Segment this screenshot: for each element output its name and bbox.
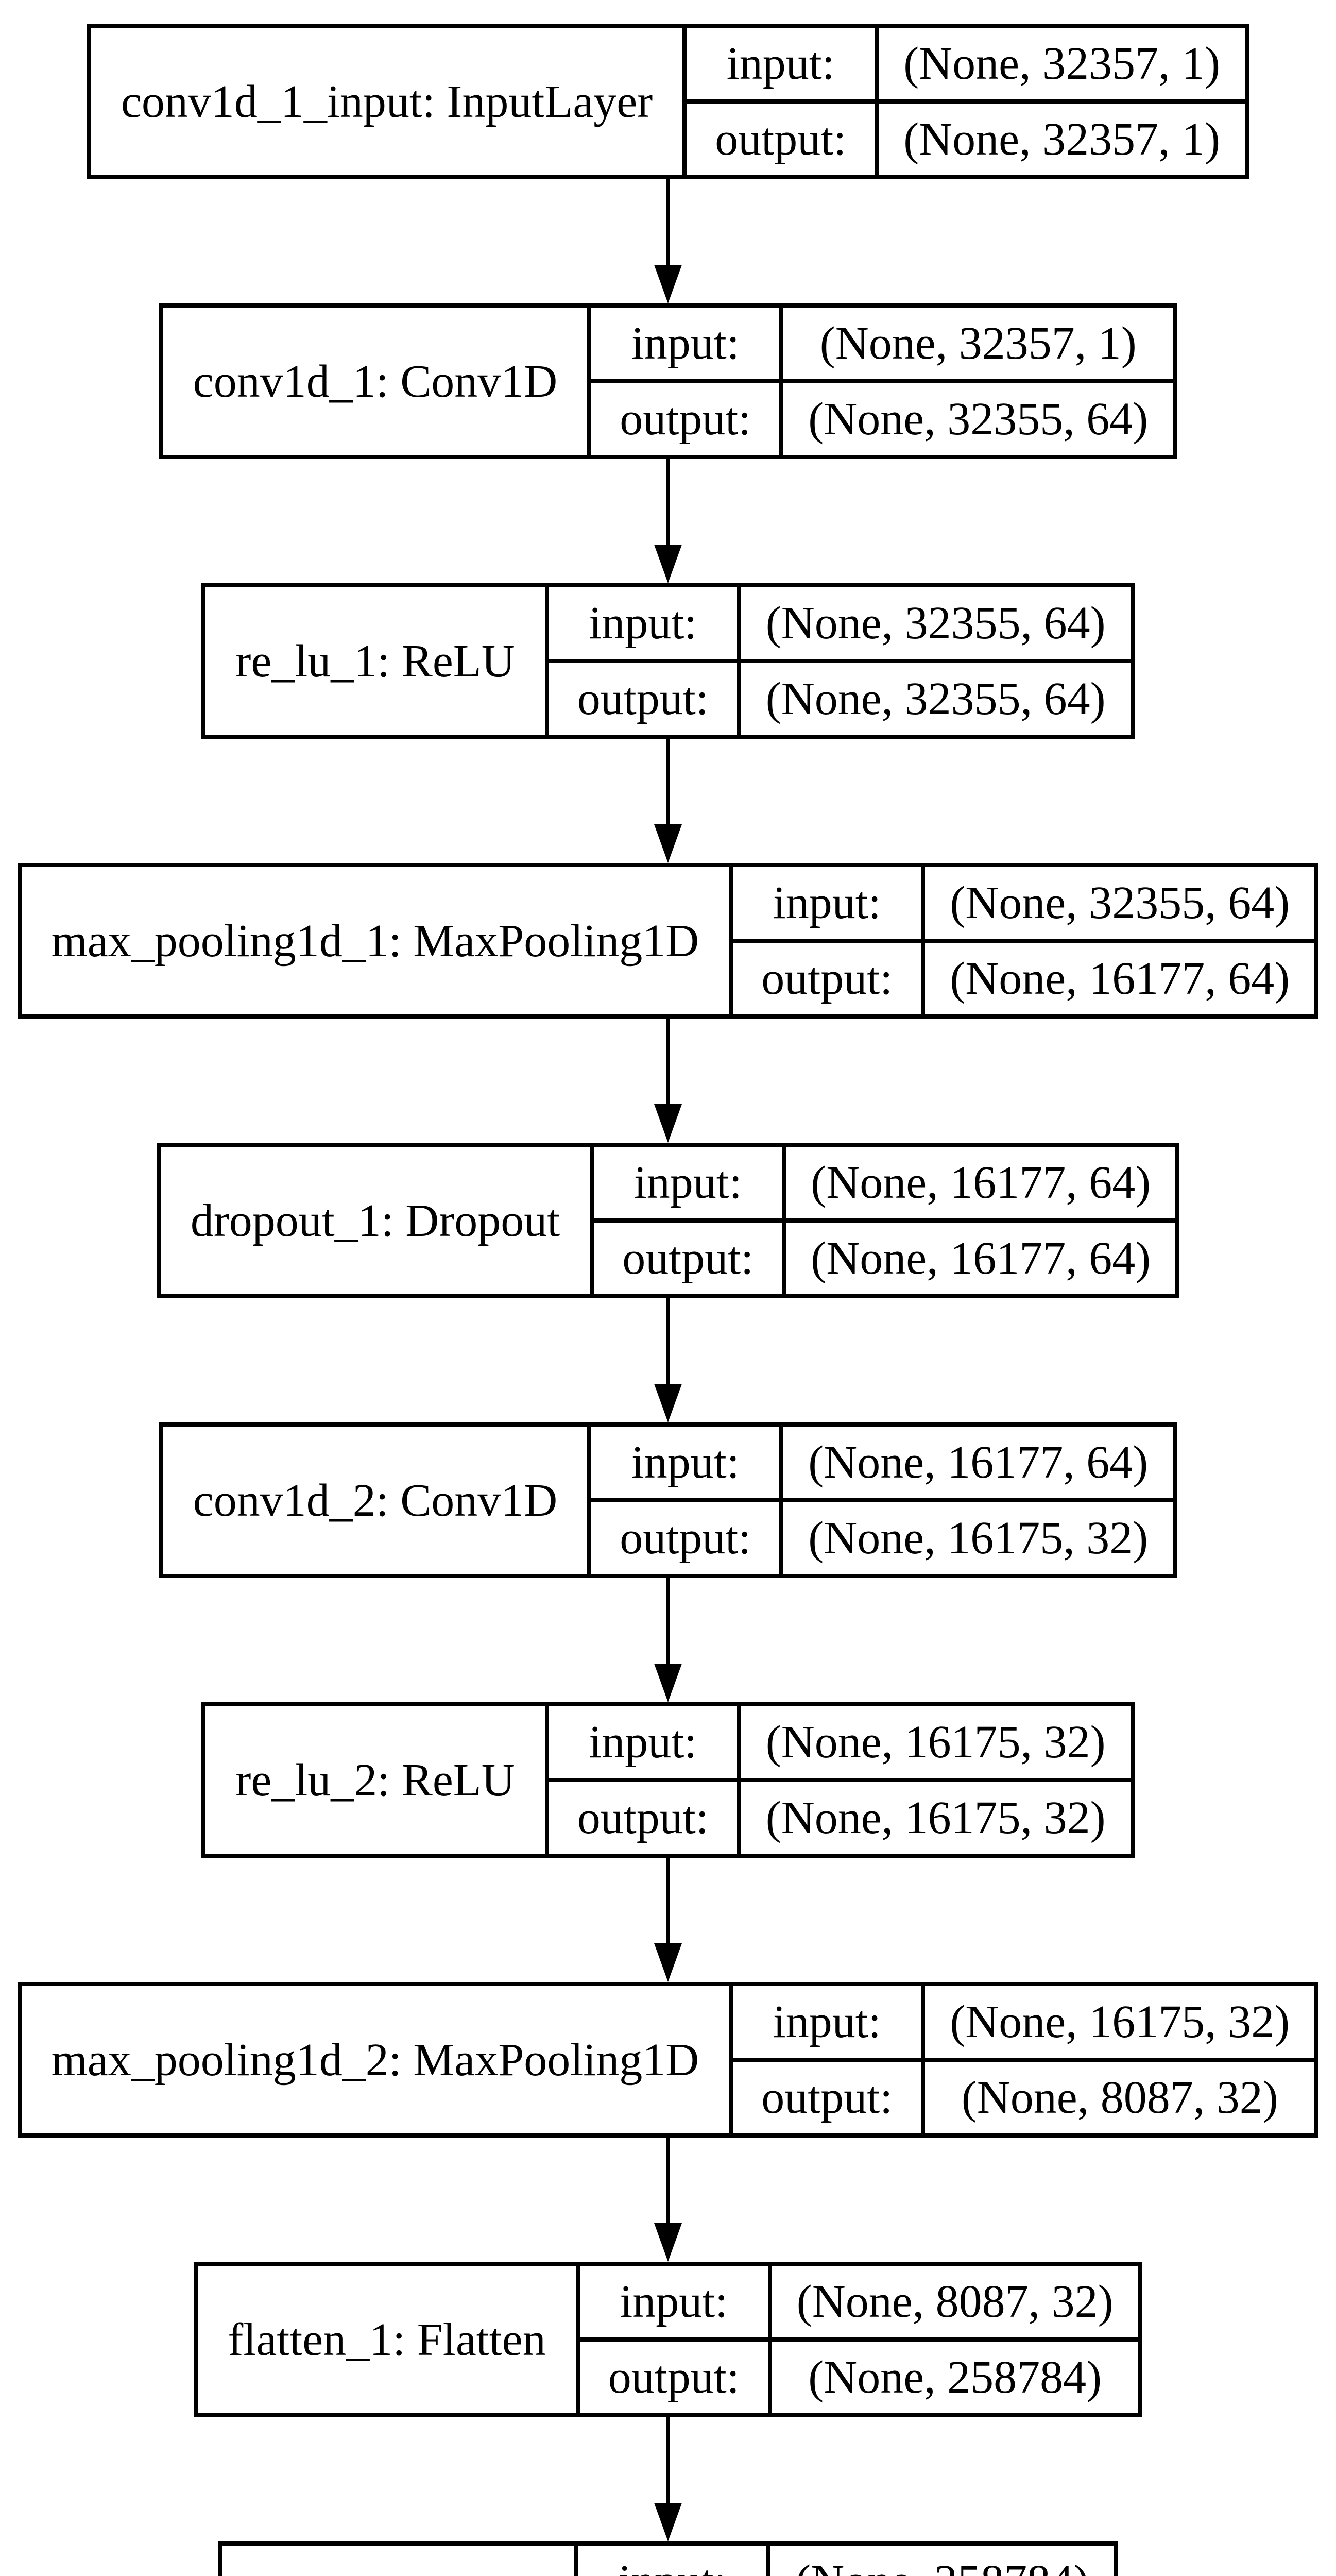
output-label: output:: [590, 1218, 786, 1298]
output-shape-cell: (None, 16177, 64): [921, 939, 1319, 1019]
output-label: output:: [729, 939, 926, 1019]
input-shape-cell: (None, 16177, 64): [782, 1143, 1180, 1223]
output-label: output:: [575, 2337, 772, 2417]
arrow-connector: [654, 1298, 682, 1422]
input-shape-cell: (None, 32355, 64): [921, 863, 1319, 943]
arrow-head-icon: [654, 265, 682, 303]
output-shape-cell: (None, 32357, 1): [875, 99, 1249, 179]
arrow-connector: [654, 1019, 682, 1143]
output-label: output:: [587, 1498, 784, 1578]
input-label: input:: [544, 1702, 741, 1782]
input-shape-cell: (None, 32357, 1): [875, 24, 1249, 104]
output-label: output:: [587, 379, 784, 459]
output-shape-cell: (None, 16175, 32): [736, 1778, 1135, 1858]
output-shape-cell: (None, 8087, 32): [921, 2058, 1319, 2138]
layer-node-dense_1: dense_1: Dense input: (None, 258784) out…: [218, 2541, 1118, 2576]
arrow-connector: [654, 2138, 682, 2262]
arrow-head-icon: [654, 1384, 682, 1422]
output-label: output:: [544, 659, 741, 739]
output-shape-cell: (None, 16175, 32): [779, 1498, 1177, 1578]
input-shape-cell: (None, 16175, 32): [921, 1982, 1319, 2062]
layer-name-cell: conv1d_1_input: InputLayer: [87, 24, 687, 179]
arrow-connector: [654, 1858, 682, 1982]
input-label: input:: [590, 1143, 786, 1223]
arrow-head-icon: [654, 2503, 682, 2541]
output-shape-cell: (None, 258784): [767, 2337, 1142, 2417]
input-label: input:: [575, 2262, 772, 2342]
arrow-connector: [654, 739, 682, 863]
input-shape-cell: (None, 16177, 64): [779, 1422, 1177, 1502]
layer-name-cell: re_lu_2: ReLU: [201, 1702, 549, 1858]
output-label: output:: [544, 1778, 741, 1858]
arrow-head-icon: [654, 545, 682, 583]
input-shape-cell: (None, 8087, 32): [767, 2262, 1142, 2342]
input-label: input:: [544, 583, 741, 663]
output-shape-cell: (None, 32355, 64): [736, 659, 1135, 739]
input-label: input:: [574, 2541, 771, 2576]
arrow-line: [666, 179, 670, 265]
arrow-head-icon: [654, 1104, 682, 1143]
layer-name-cell: dropout_1: Dropout: [156, 1143, 594, 1298]
layer-name-cell: re_lu_1: ReLU: [201, 583, 549, 739]
layer-name-cell: conv1d_1: Conv1D: [159, 303, 592, 459]
arrow-line: [666, 2417, 670, 2503]
output-shape-cell: (None, 16177, 64): [782, 1218, 1180, 1298]
arrow-head-icon: [654, 824, 682, 863]
layer-name-cell: max_pooling1d_1: MaxPooling1D: [17, 863, 733, 1019]
arrow-head-icon: [654, 2223, 682, 2262]
arrow-connector: [654, 459, 682, 583]
arrow-line: [666, 2138, 670, 2223]
layer-node-conv1d_1_input: conv1d_1_input: InputLayer input: (None,…: [87, 24, 1249, 179]
layer-node-conv1d_1: conv1d_1: Conv1D input: (None, 32357, 1)…: [159, 303, 1177, 459]
input-label: input:: [587, 1422, 784, 1502]
arrow-line: [666, 1019, 670, 1104]
layer-node-max_pooling1d_2: max_pooling1d_2: MaxPooling1D input: (No…: [17, 1982, 1319, 2138]
arrow-line: [666, 1858, 670, 1943]
input-label: input:: [729, 1982, 926, 2062]
layer-node-re_lu_2: re_lu_2: ReLU input: (None, 16175, 32) o…: [201, 1702, 1135, 1858]
arrow-line: [666, 1578, 670, 1664]
arrow-line: [666, 739, 670, 824]
layer-node-conv1d_2: conv1d_2: Conv1D input: (None, 16177, 64…: [159, 1422, 1177, 1578]
arrow-head-icon: [654, 1943, 682, 1982]
input-shape-cell: (None, 258784): [766, 2541, 1118, 2576]
arrow-connector: [654, 1578, 682, 1702]
layer-name-cell: max_pooling1d_2: MaxPooling1D: [17, 1982, 733, 2138]
layer-node-max_pooling1d_1: max_pooling1d_1: MaxPooling1D input: (No…: [17, 863, 1319, 1019]
arrow-line: [666, 459, 670, 545]
input-label: input:: [682, 24, 879, 104]
layer-name-cell: dense_1: Dense: [218, 2541, 579, 2576]
input-label: input:: [729, 863, 926, 943]
arrow-line: [666, 1298, 670, 1384]
input-shape-cell: (None, 32357, 1): [779, 303, 1177, 383]
input-shape-cell: (None, 16175, 32): [736, 1702, 1135, 1782]
layer-node-dropout_1: dropout_1: Dropout input: (None, 16177, …: [156, 1143, 1180, 1298]
output-label: output:: [729, 2058, 926, 2138]
arrow-connector: [654, 179, 682, 303]
layer-node-re_lu_1: re_lu_1: ReLU input: (None, 32355, 64) o…: [201, 583, 1135, 739]
layer-name-cell: flatten_1: Flatten: [194, 2262, 580, 2417]
layer-name-cell: conv1d_2: Conv1D: [159, 1422, 592, 1578]
layer-node-flatten_1: flatten_1: Flatten input: (None, 8087, 3…: [194, 2262, 1142, 2417]
output-shape-cell: (None, 32355, 64): [779, 379, 1177, 459]
input-label: input:: [587, 303, 784, 383]
output-label: output:: [682, 99, 879, 179]
input-shape-cell: (None, 32355, 64): [736, 583, 1135, 663]
arrow-connector: [654, 2417, 682, 2541]
arrow-head-icon: [654, 1664, 682, 1702]
